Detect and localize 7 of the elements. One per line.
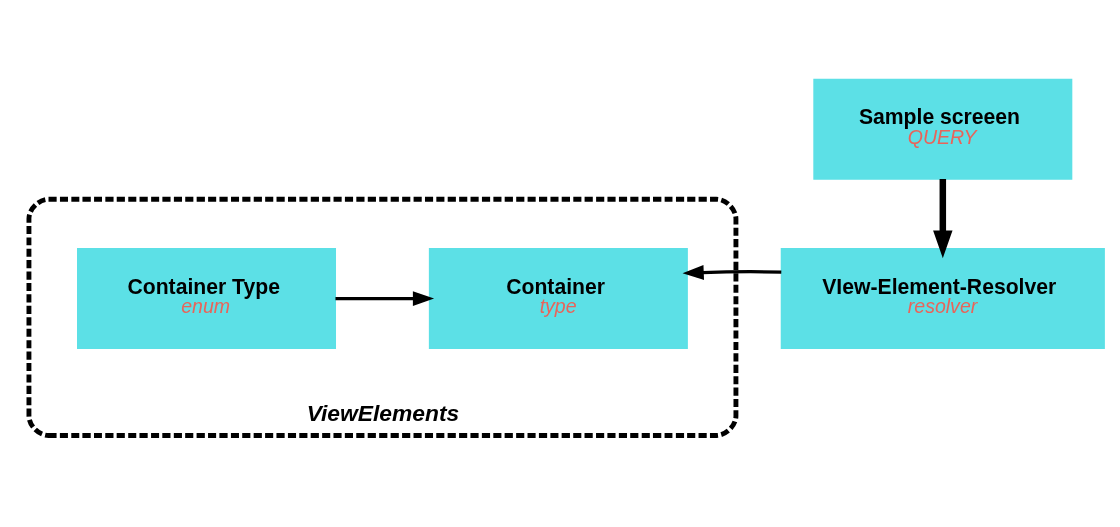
node-box: Sample screeen QUERY [813,78,1073,180]
arrow [335,290,435,306]
arrow [682,264,782,280]
node-box: VIew-Element-Resolver resolver [780,247,1105,349]
node-box: Container Type enum [77,247,336,349]
node-box: Container type [428,247,688,349]
arrow [933,178,953,258]
